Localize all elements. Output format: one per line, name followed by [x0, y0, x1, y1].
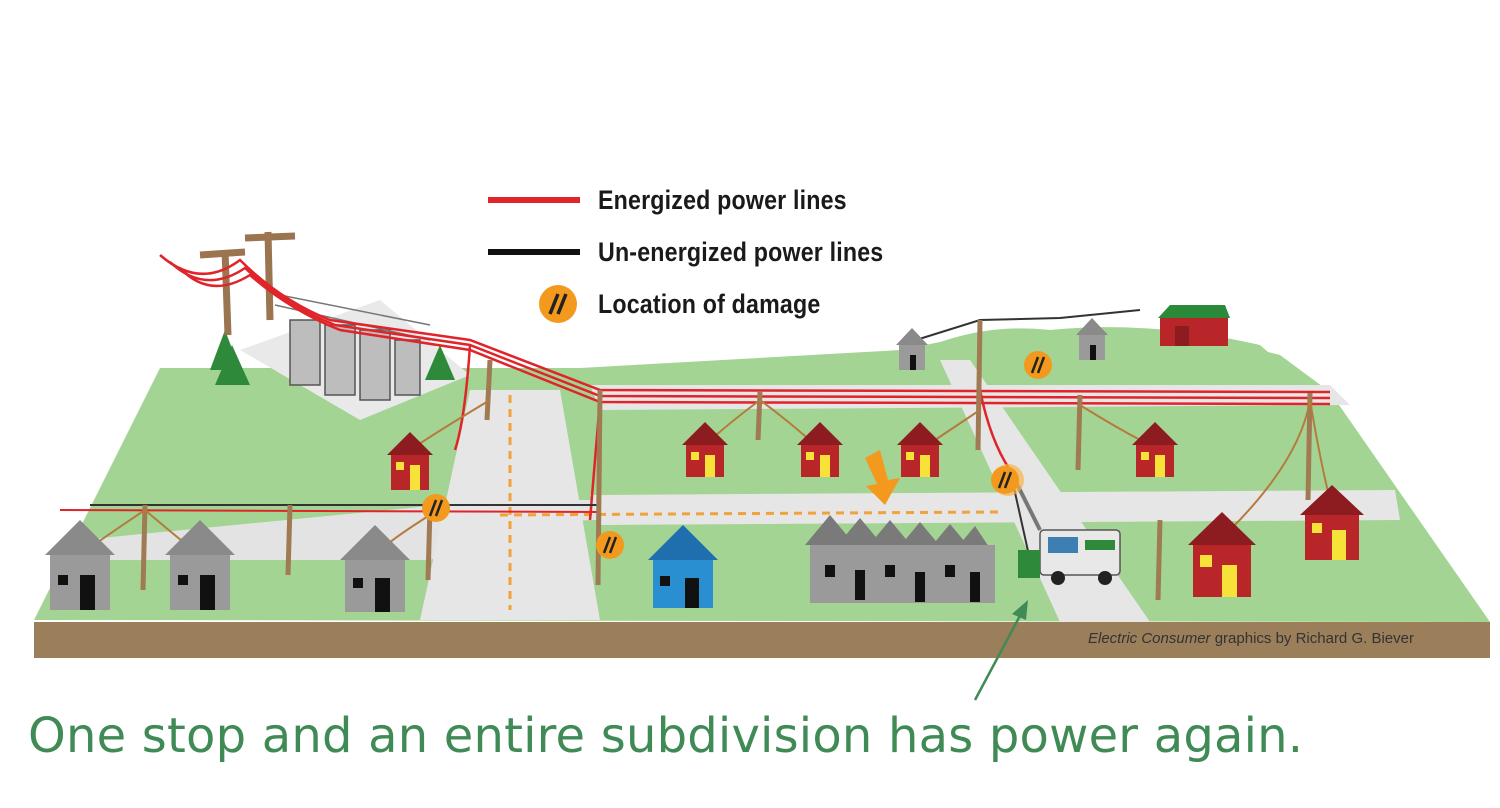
barn-red [1158, 305, 1230, 346]
damage-marker-icon [991, 466, 1019, 494]
house-red [1300, 485, 1364, 560]
road-lower-street [590, 490, 1400, 525]
tree-right [425, 345, 455, 380]
house-gray [165, 520, 235, 610]
ground-base [34, 622, 1490, 658]
legend-label-unenergized: Un-energized power lines [598, 236, 884, 267]
highlight-arrow-icon [865, 450, 900, 505]
house-blue [648, 525, 718, 608]
house-red [387, 432, 433, 490]
credit-publication: Electric Consumer [1088, 630, 1211, 647]
energized-lines [59, 254, 1331, 521]
damage-marker-icon [596, 531, 624, 559]
caption: One stop and an entire subdivision has p… [28, 708, 1304, 764]
house-gray [45, 520, 115, 610]
tree-left-2 [215, 345, 250, 385]
damage-marker-icon [422, 494, 450, 522]
pad-transformer [1018, 550, 1040, 578]
legend-item-energized: Energized power lines [488, 180, 887, 220]
house-gray [340, 525, 410, 612]
house-red [1132, 422, 1178, 477]
transmission-pole [199, 231, 296, 336]
credit-byline: graphics by Richard G. Biever [1210, 630, 1414, 647]
legend-item-damage: Location of damage [488, 284, 857, 324]
house-red [682, 422, 728, 477]
substation-equipment [274, 294, 431, 401]
damage-marker-icon [1024, 351, 1052, 379]
house-red [1188, 512, 1256, 597]
legend-item-unenergized: Un-energized power lines [488, 232, 930, 272]
damage-marker-icon [539, 285, 577, 323]
callout-arrow [973, 611, 1024, 701]
house-gray-small [1076, 318, 1108, 360]
house-gray-small [896, 328, 928, 370]
image-credit: Electric Consumer graphics by Richard G.… [1088, 630, 1414, 647]
energized-line-swatch [488, 197, 580, 203]
subdivision-townhouses [805, 515, 995, 603]
unenergized-line-swatch [488, 249, 580, 255]
legend-label-damage: Location of damage [598, 288, 821, 319]
house-red [797, 422, 843, 477]
legend-label-energized: Energized power lines [598, 184, 847, 215]
house-red [897, 422, 943, 477]
callout-arrowhead-icon [1012, 600, 1028, 620]
